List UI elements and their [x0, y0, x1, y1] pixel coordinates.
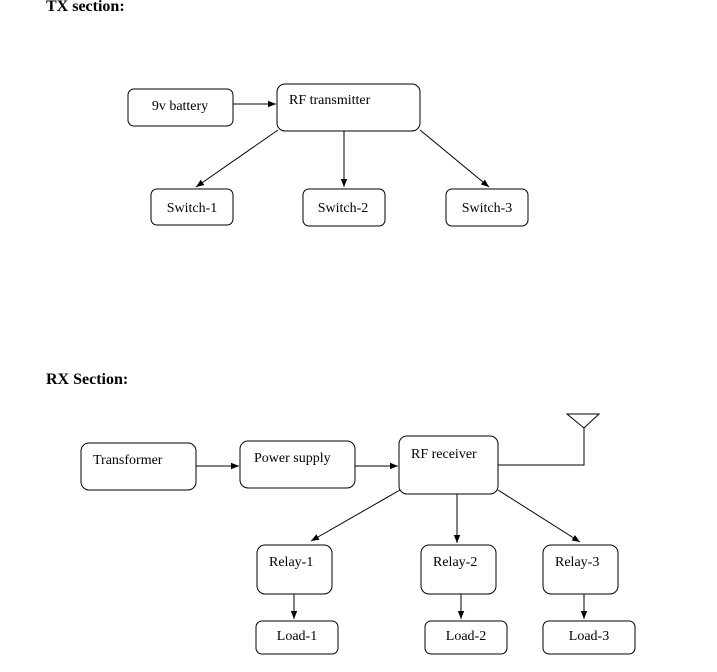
node-load-2: Load-2	[424, 620, 508, 655]
node-rf-transmitter-label: RF transmitter	[289, 93, 371, 108]
node-load-1: Load-1	[255, 620, 339, 655]
node-switch-1: Switch-1	[150, 188, 234, 226]
node-power-supply: Power supply	[239, 440, 356, 489]
node-relay-1: Relay-1	[256, 544, 333, 595]
edge-transmitter-to-switch3	[419, 129, 490, 188]
node-9v-battery: 9v battery	[127, 88, 234, 127]
node-load-3: Load-3	[542, 620, 636, 655]
antenna-icon	[498, 413, 601, 466]
node-relay-3: Relay-3	[542, 544, 619, 595]
node-rf-receiver-label: RF receiver	[411, 447, 477, 462]
node-9v-battery-label: 9v battery	[152, 99, 208, 114]
node-relay-3-label: Relay-3	[555, 555, 599, 570]
rx-section-heading: RX Section:	[46, 371, 129, 388]
edge-transmitter-to-switch1	[195, 129, 279, 188]
node-switch-1-label: Switch-1	[167, 201, 218, 216]
node-load-1-label: Load-1	[277, 629, 317, 644]
node-load-2-label: Load-2	[446, 629, 486, 644]
node-load-3-label: Load-3	[569, 629, 609, 644]
node-relay-1-label: Relay-1	[269, 555, 313, 570]
node-transformer-label: Transformer	[93, 453, 163, 468]
edge-receiver-to-relay1	[310, 489, 401, 542]
edge-receiver-to-relay3	[497, 489, 581, 543]
node-relay-2-label: Relay-2	[433, 555, 477, 570]
node-switch-2: Switch-2	[302, 188, 386, 227]
node-transformer: Transformer	[80, 442, 197, 491]
node-switch-3: Switch-3	[445, 188, 529, 227]
node-rf-receiver: RF receiver	[398, 435, 499, 495]
node-relay-2: Relay-2	[420, 544, 497, 595]
node-power-supply-label: Power supply	[254, 451, 331, 466]
node-rf-transmitter: RF transmitter	[276, 83, 421, 132]
tx-section-heading: TX section:	[46, 0, 125, 15]
node-switch-3-label: Switch-3	[462, 201, 513, 216]
node-switch-2-label: Switch-2	[318, 201, 369, 216]
